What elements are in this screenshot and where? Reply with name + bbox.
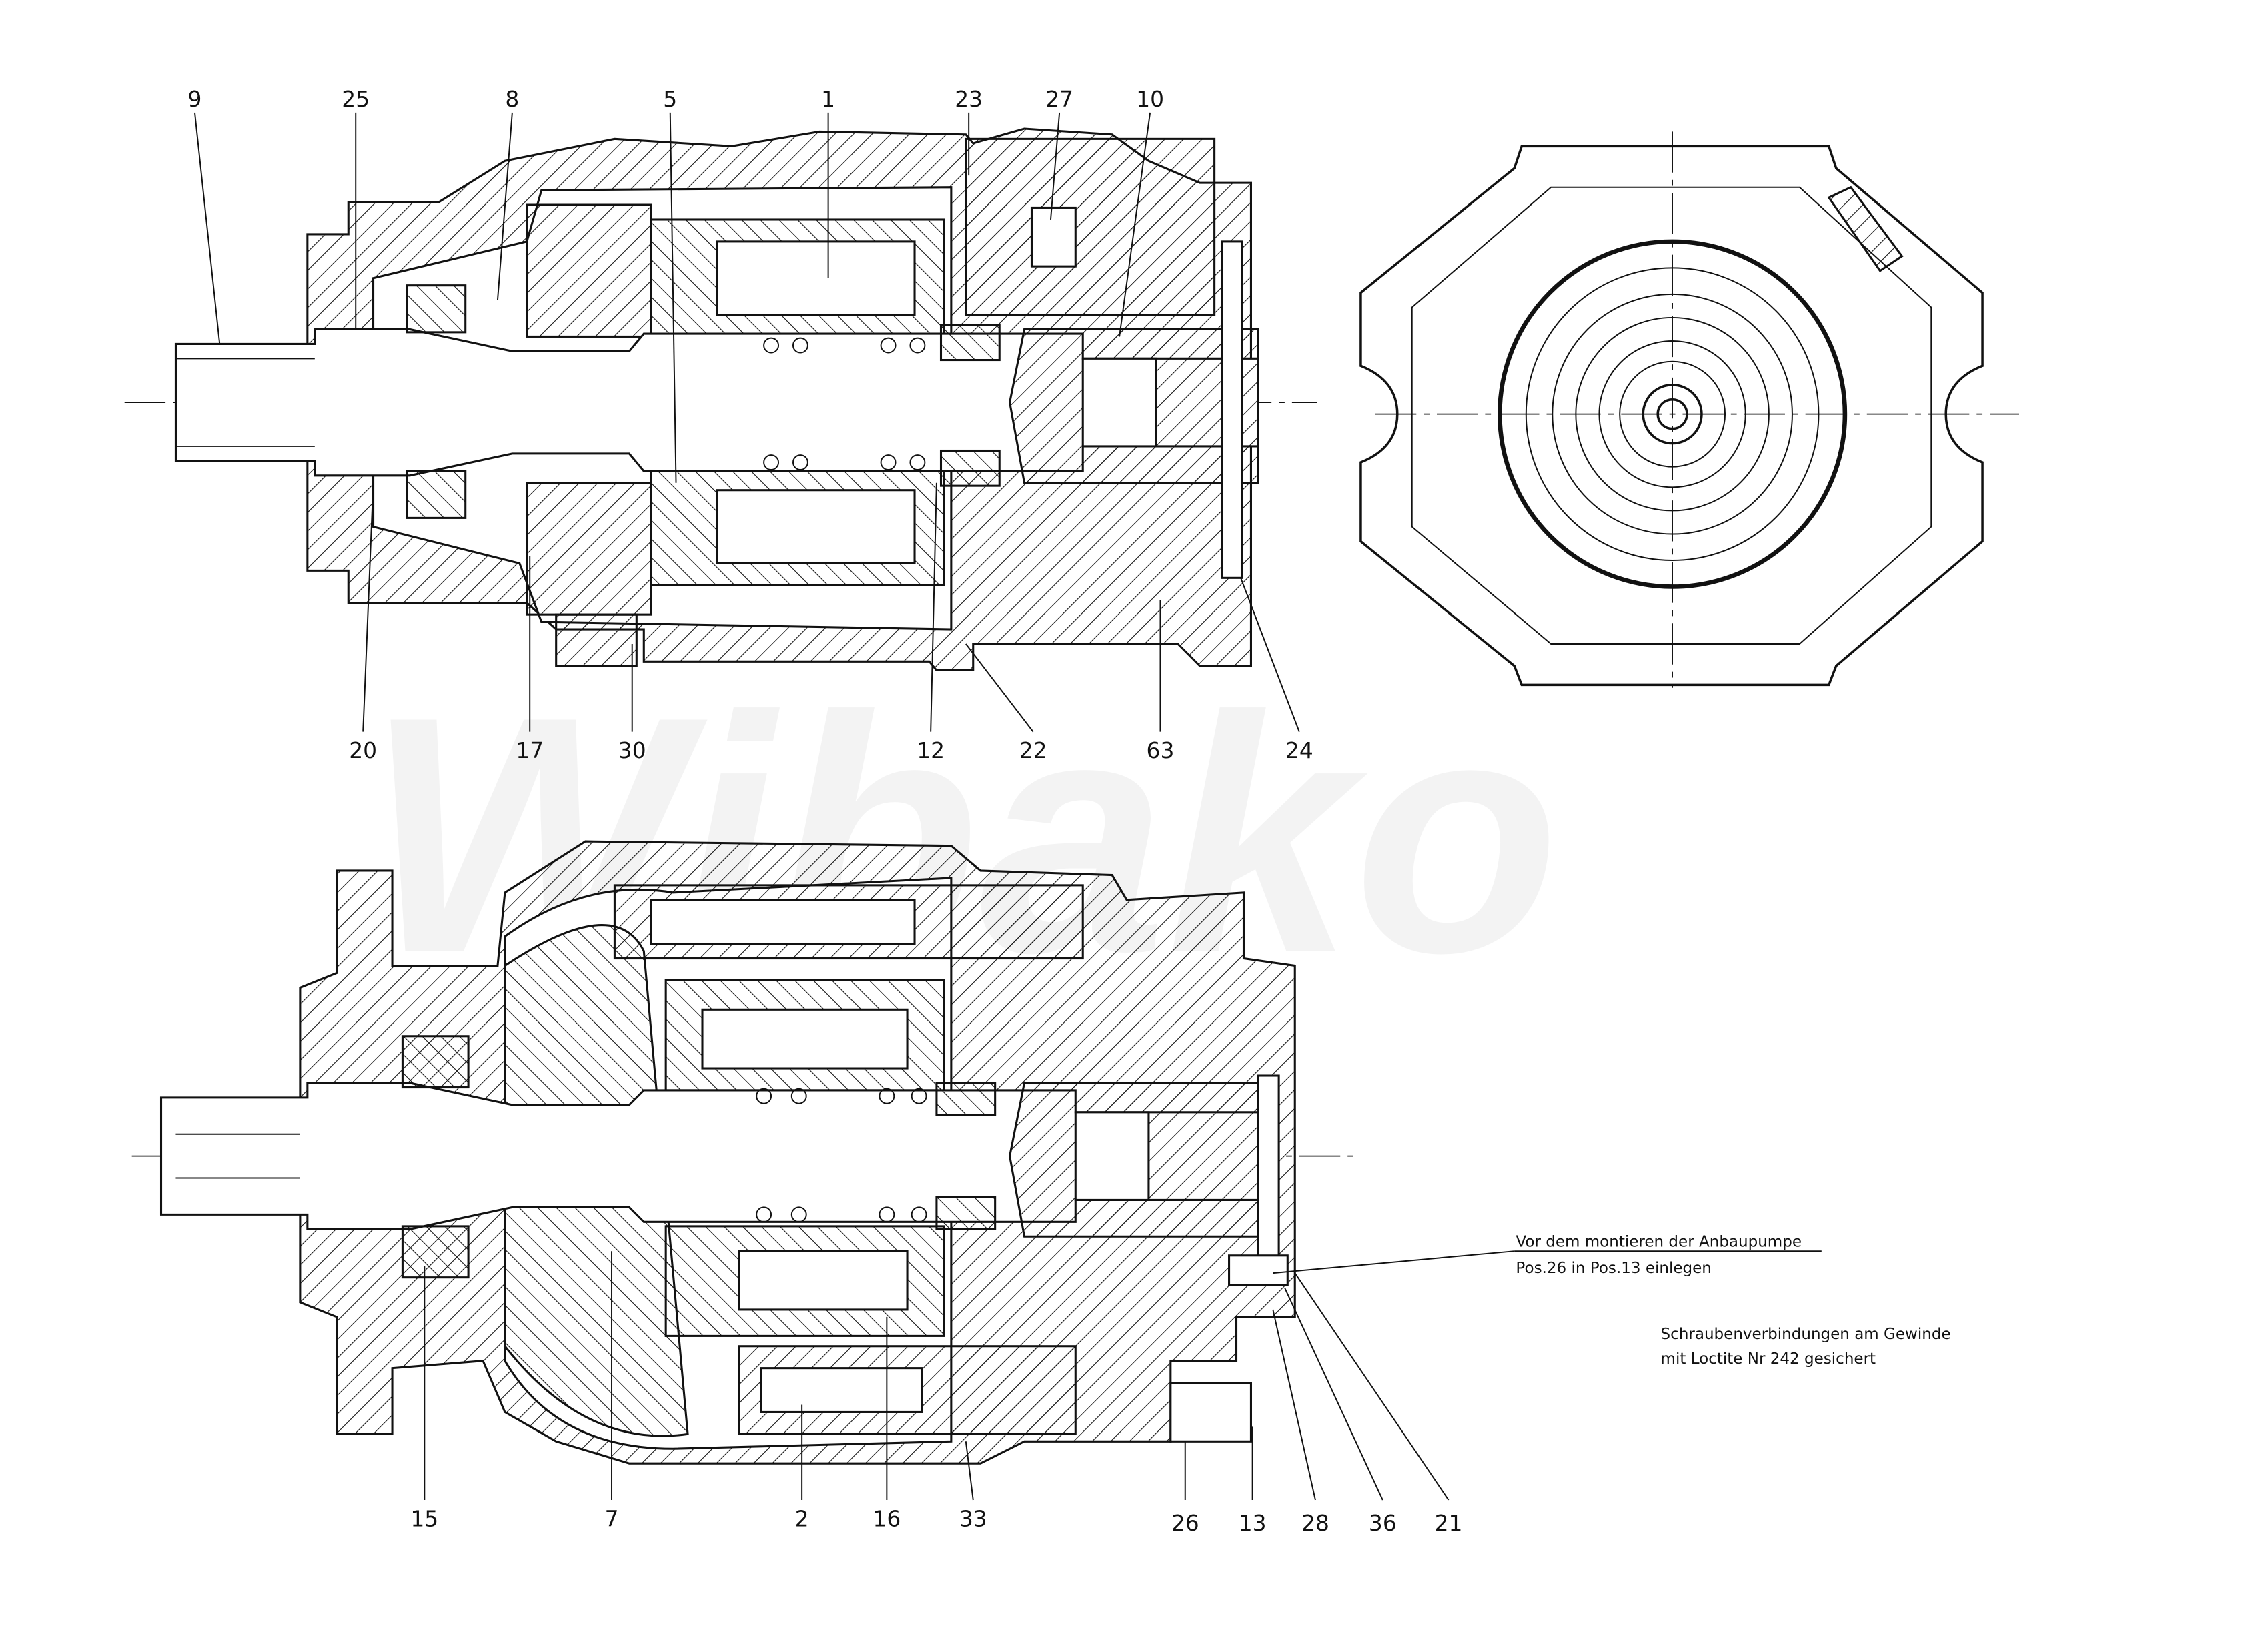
bottom-sectional-view	[131, 840, 1361, 1465]
callout-26: 26	[1171, 1510, 1199, 1536]
thread-note-line1: Schraubenverbindungen am Gewinde	[1661, 1326, 1951, 1343]
callout-63: 63	[1147, 737, 1175, 763]
callout-30: 30	[618, 737, 646, 763]
callout-22: 22	[1019, 737, 1047, 763]
callout-24: 24	[1285, 737, 1313, 763]
callout-21: 21	[1435, 1510, 1463, 1536]
callout-16: 16	[873, 1506, 901, 1532]
plug-26	[1169, 1382, 1252, 1443]
callout-10: 10	[1136, 86, 1164, 112]
leader-lines-bottom	[424, 1250, 1822, 1501]
callout-25: 25	[342, 86, 370, 112]
assembly-note-line1: Vor dem montieren der Anbaupumpe	[1516, 1234, 1802, 1251]
callout-20: 20	[349, 737, 377, 763]
callout-7: 7	[605, 1506, 619, 1532]
top-sectional-view	[124, 127, 1317, 672]
leader-lines-top	[193, 112, 1300, 733]
assembly-note-line2: Pos.26 in Pos.13 einlegen	[1516, 1260, 1711, 1277]
callout-1: 1	[821, 86, 835, 112]
callout-13: 13	[1239, 1510, 1267, 1536]
callout-15: 15	[410, 1506, 438, 1532]
callout-27: 27	[1045, 86, 1073, 112]
end-view	[1359, 131, 2019, 688]
callout-9: 9	[188, 86, 202, 112]
callout-17: 17	[516, 737, 544, 763]
piston	[716, 240, 916, 316]
callout-5: 5	[663, 86, 677, 112]
callout-8: 8	[505, 86, 519, 112]
callout-23: 23	[955, 86, 983, 112]
callout-33: 33	[959, 1506, 987, 1532]
callout-28: 28	[1301, 1510, 1329, 1536]
thread-note-line2: mit Loctite Nr 242 gesichert	[1661, 1350, 1876, 1368]
callout-12: 12	[917, 737, 945, 763]
callout-2: 2	[795, 1506, 809, 1532]
callout-36: 36	[1369, 1510, 1397, 1536]
